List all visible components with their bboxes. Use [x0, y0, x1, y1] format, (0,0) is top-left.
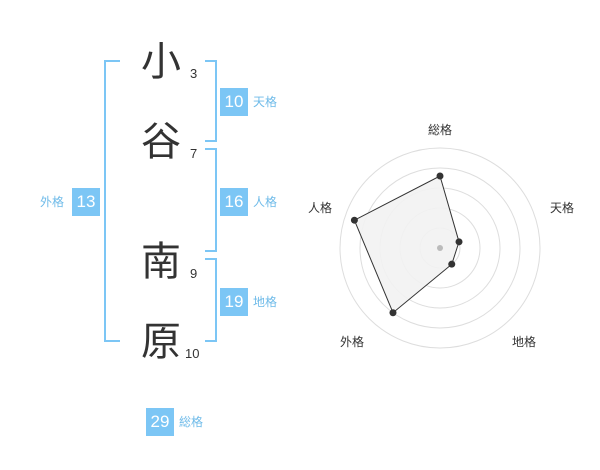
- radar-chart: 総格 天格 地格 外格 人格: [308, 122, 574, 349]
- soukaku-label: 総格: [179, 415, 204, 429]
- jinkaku-bracket: [205, 148, 217, 252]
- chikaku-label: 地格: [253, 295, 278, 309]
- stroke-count-4: 10: [185, 346, 200, 361]
- radar-label-gaikaku: 外格: [340, 334, 364, 349]
- name-char-3: 南: [141, 239, 181, 285]
- stroke-count-2: 7: [190, 146, 198, 161]
- soukaku-value-badge: 29: [146, 408, 174, 436]
- radar-ring: [359, 167, 521, 329]
- radar-center-dot: [437, 245, 443, 251]
- tenkaku-bracket: [205, 60, 217, 142]
- chikaku-value-badge: 19: [220, 288, 248, 316]
- radar-point: [455, 238, 463, 246]
- radar-point: [448, 260, 456, 268]
- jinkaku-value-badge: 16: [220, 188, 248, 216]
- stroke-count-1: 3: [190, 66, 198, 81]
- radar-label-tenkaku: 天格: [550, 200, 574, 215]
- tenkaku-value-badge: 10: [220, 88, 248, 116]
- chikaku-bracket: [205, 258, 217, 342]
- gaikaku-bracket: [104, 60, 120, 342]
- tenkaku-label: 天格: [253, 95, 278, 109]
- jinkaku-label: 人格: [253, 195, 278, 209]
- radar-label-soukaku: 総格: [428, 122, 452, 137]
- radar-label-chikaku: 地格: [512, 334, 536, 349]
- radar-label-jinkaku: 人格: [308, 200, 332, 215]
- radar-polygon: [353, 175, 460, 314]
- radar-point: [350, 216, 358, 224]
- radar-point: [389, 309, 397, 317]
- radar-point: [436, 172, 444, 180]
- stroke-count-3: 9: [190, 266, 198, 281]
- name-char-1: 小: [141, 39, 181, 85]
- radar-ring: [339, 147, 541, 349]
- gaikaku-label: 外格: [40, 195, 65, 209]
- name-char-4: 原: [141, 319, 181, 365]
- gaikaku-value-badge: 13: [72, 188, 100, 216]
- name-char-2: 谷: [141, 119, 181, 165]
